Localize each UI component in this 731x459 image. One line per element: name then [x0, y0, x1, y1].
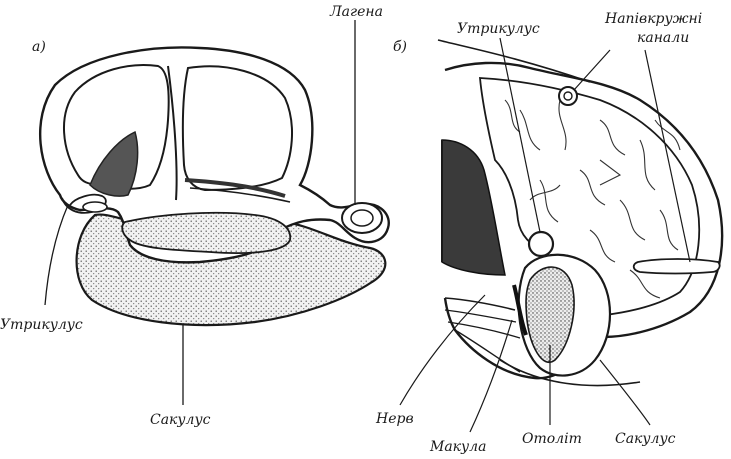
label-otolith: Отоліт	[522, 432, 582, 446]
label-sacculus-a: Сакулус	[150, 413, 210, 427]
semicircular-canal-lumen	[634, 259, 720, 274]
label-utriculus-b: Утрикулус	[457, 22, 540, 36]
label-lagena: Лагена	[330, 5, 383, 19]
label-macula: Макула	[430, 440, 486, 454]
label-semicircular-line2: канали	[637, 31, 689, 45]
label-semicircular-line1: Напівкружні	[605, 12, 702, 26]
panel-a-drawing	[40, 20, 389, 405]
utriculus-ring-b	[529, 232, 553, 256]
panel-b-drawing	[400, 38, 722, 432]
label-sacculus-b: Сакулус	[615, 432, 675, 446]
panel-b-letter: б)	[393, 40, 407, 54]
panel-a-letter: а)	[32, 40, 46, 54]
label-utriculus-a: Утрикулус	[0, 318, 83, 332]
label-nerve: Нерв	[376, 412, 414, 426]
utriculus-channel-a	[122, 213, 290, 253]
